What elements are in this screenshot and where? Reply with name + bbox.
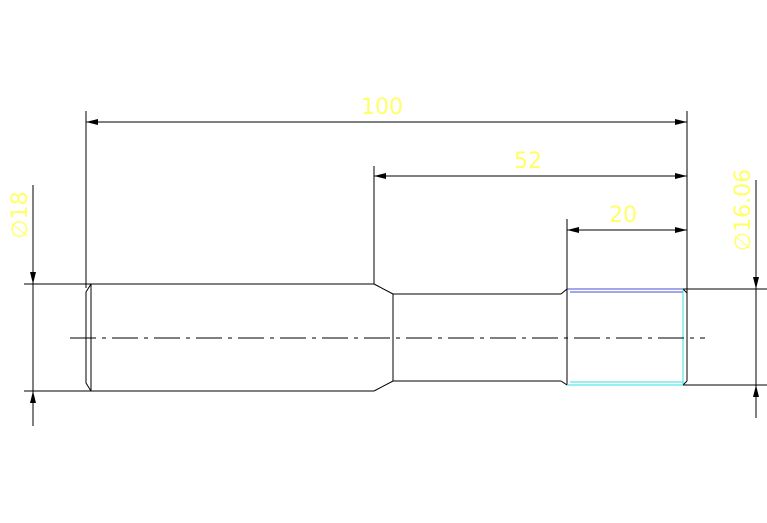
overall-length-label: 100 (361, 95, 403, 120)
step-length-label: 52 (514, 149, 542, 174)
thread-length-label: 20 (609, 203, 637, 228)
right-diameter-label: ∅16.06 (731, 169, 756, 251)
dimension-lines (24, 111, 767, 426)
left-diameter-label: ∅18 (8, 191, 33, 238)
right-end-chamfer-top (682, 288, 688, 294)
thread-lines (567, 288, 684, 386)
shaft-outline (85, 283, 688, 392)
thread-start-taper-bottom (560, 380, 568, 386)
shoulder-bottom-taper (373, 380, 394, 392)
shoulder-top-taper (373, 283, 394, 295)
thread-start-taper-top (560, 288, 568, 295)
right-end-chamfer-bottom (682, 380, 688, 386)
dimension-labels: 100 52 20 ∅18 ∅16.06 (8, 95, 756, 251)
